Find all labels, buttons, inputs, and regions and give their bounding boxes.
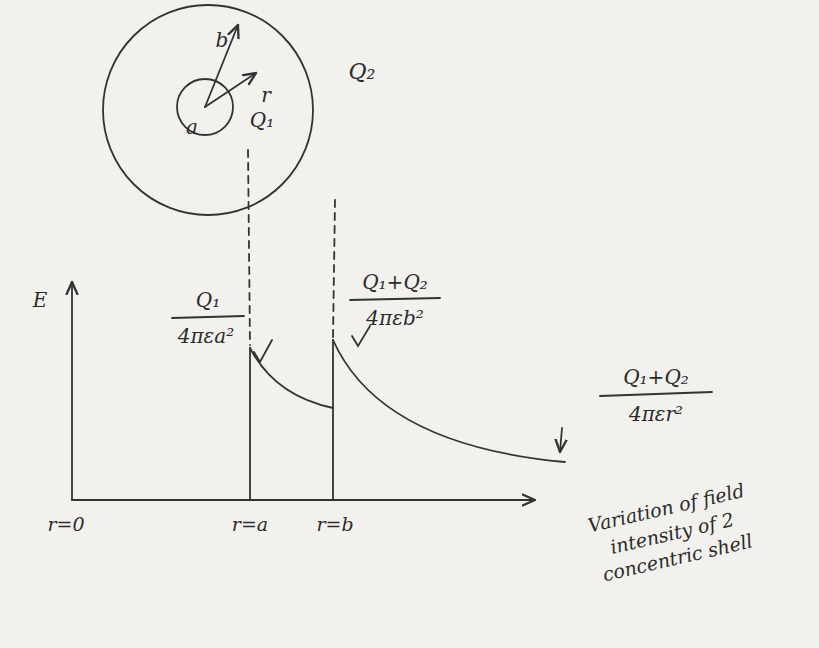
fraction-bar <box>350 298 440 300</box>
jump-at-a <box>249 348 251 500</box>
outer-shell <box>103 5 313 215</box>
y-axis <box>71 282 73 500</box>
radius-b-arrow <box>205 25 238 107</box>
axis-label: E <box>33 289 48 311</box>
fraction-bar <box>172 316 244 318</box>
axis-tick-label: r=b <box>316 514 353 535</box>
fraction-denominator: 4πεa² <box>178 325 235 347</box>
projection-b <box>333 200 335 338</box>
x-axis <box>72 499 535 501</box>
pointer-arrow <box>560 428 562 452</box>
jump-at-b <box>332 340 334 500</box>
charge-label: Q₁ <box>250 109 274 131</box>
field-curve-outside <box>333 340 565 462</box>
fraction-numerator: Q₁+Q₂ <box>623 366 689 388</box>
axis-tick-label: r=0 <box>47 514 84 535</box>
tick-mark <box>352 326 370 346</box>
fraction-numerator: Q₁+Q₂ <box>362 271 428 293</box>
radius-label: a <box>186 116 198 138</box>
radius-label: b <box>216 29 229 51</box>
radius-r-arrow <box>205 73 256 107</box>
fraction-denominator: 4πεr² <box>629 403 683 425</box>
axis-tick-label: r=a <box>232 514 268 535</box>
fraction-bar <box>600 392 712 396</box>
charge-label: Q₂ <box>349 60 376 84</box>
fraction-denominator: 4πεb² <box>366 307 423 329</box>
fraction-numerator: Q₁ <box>196 289 220 311</box>
caption-note: Variation of field intensity of 2 concen… <box>566 473 778 593</box>
tick-mark <box>254 340 272 362</box>
radius-label: r <box>261 84 271 106</box>
projection-a <box>248 150 250 345</box>
